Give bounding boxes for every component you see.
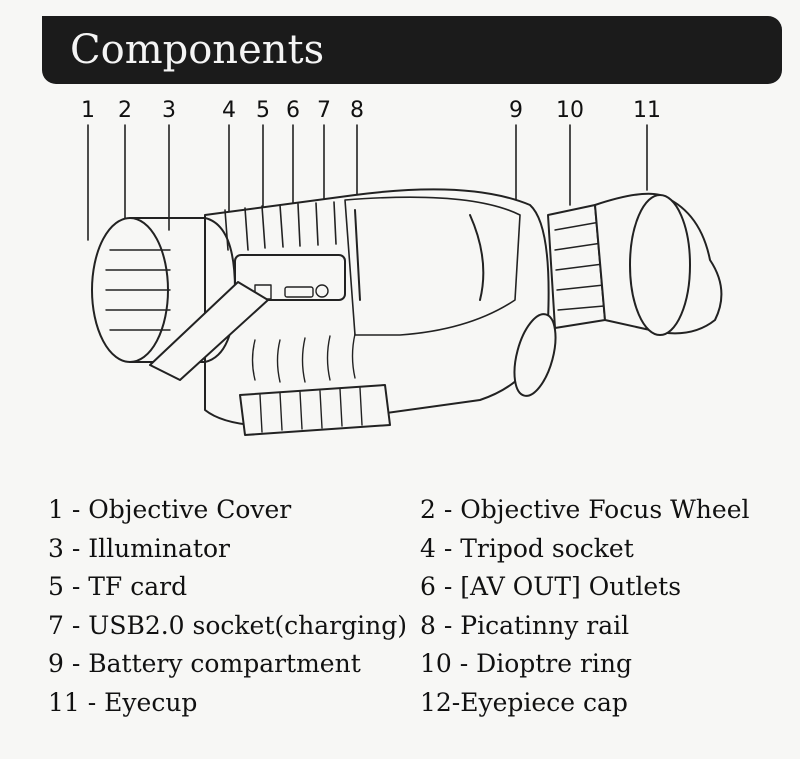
callout-8: 8 [350,98,364,123]
legend-item-usb-socket: 7 - USB2.0 socket(charging) [48,610,407,640]
callout-4: 4 [222,98,236,123]
title-banner: Components [42,16,782,84]
callout-5: 5 [256,98,270,123]
legend-item-picatinny-rail: 8 - Picatinny rail [420,610,630,640]
callout-6: 6 [286,98,300,123]
legend-item-objective-cover: 1 - Objective Cover [48,495,292,524]
top-ribs [224,201,337,251]
monocular-illustration [87,124,723,436]
callout-9: 9 [509,98,523,123]
port-flap [149,281,269,381]
legend-item-illuminator: 3 - Illuminator [48,533,230,563]
legend-item-objective-focus-wheel: 2 - Objective Focus Wheel [420,495,750,524]
battery-compartment [513,313,557,397]
callout-3: 3 [162,98,176,123]
grip-ribs [251,333,356,383]
page-title: Components [70,27,325,73]
legend-item-av-out: 6 - [AV OUT] Outlets [420,572,682,601]
legend-item-eyecup: 11 - Eyecup [48,687,198,717]
legend-item-eyepiece-cap: 12-Eyepiece cap [420,687,628,717]
callout-2: 2 [118,98,132,123]
legend-item-battery-compartment: 9 - Battery compartment [48,649,361,678]
callout-7: 7 [317,98,331,123]
legend-item-tripod-socket: 4 - Tripod socket [420,533,634,563]
callout-1: 1 [81,98,95,123]
legend-item-dioptre-ring: 10 - Dioptre ring [420,649,633,678]
callout-11: 11 [633,98,661,123]
port-panel [234,254,346,301]
legend-item-tf-card: 5 - TF card [48,572,188,601]
callout-10: 10 [556,98,584,123]
picatinny-rail [239,384,391,436]
components-legend: 1 - Objective Cover 2 - Objective Focus … [48,494,788,719]
